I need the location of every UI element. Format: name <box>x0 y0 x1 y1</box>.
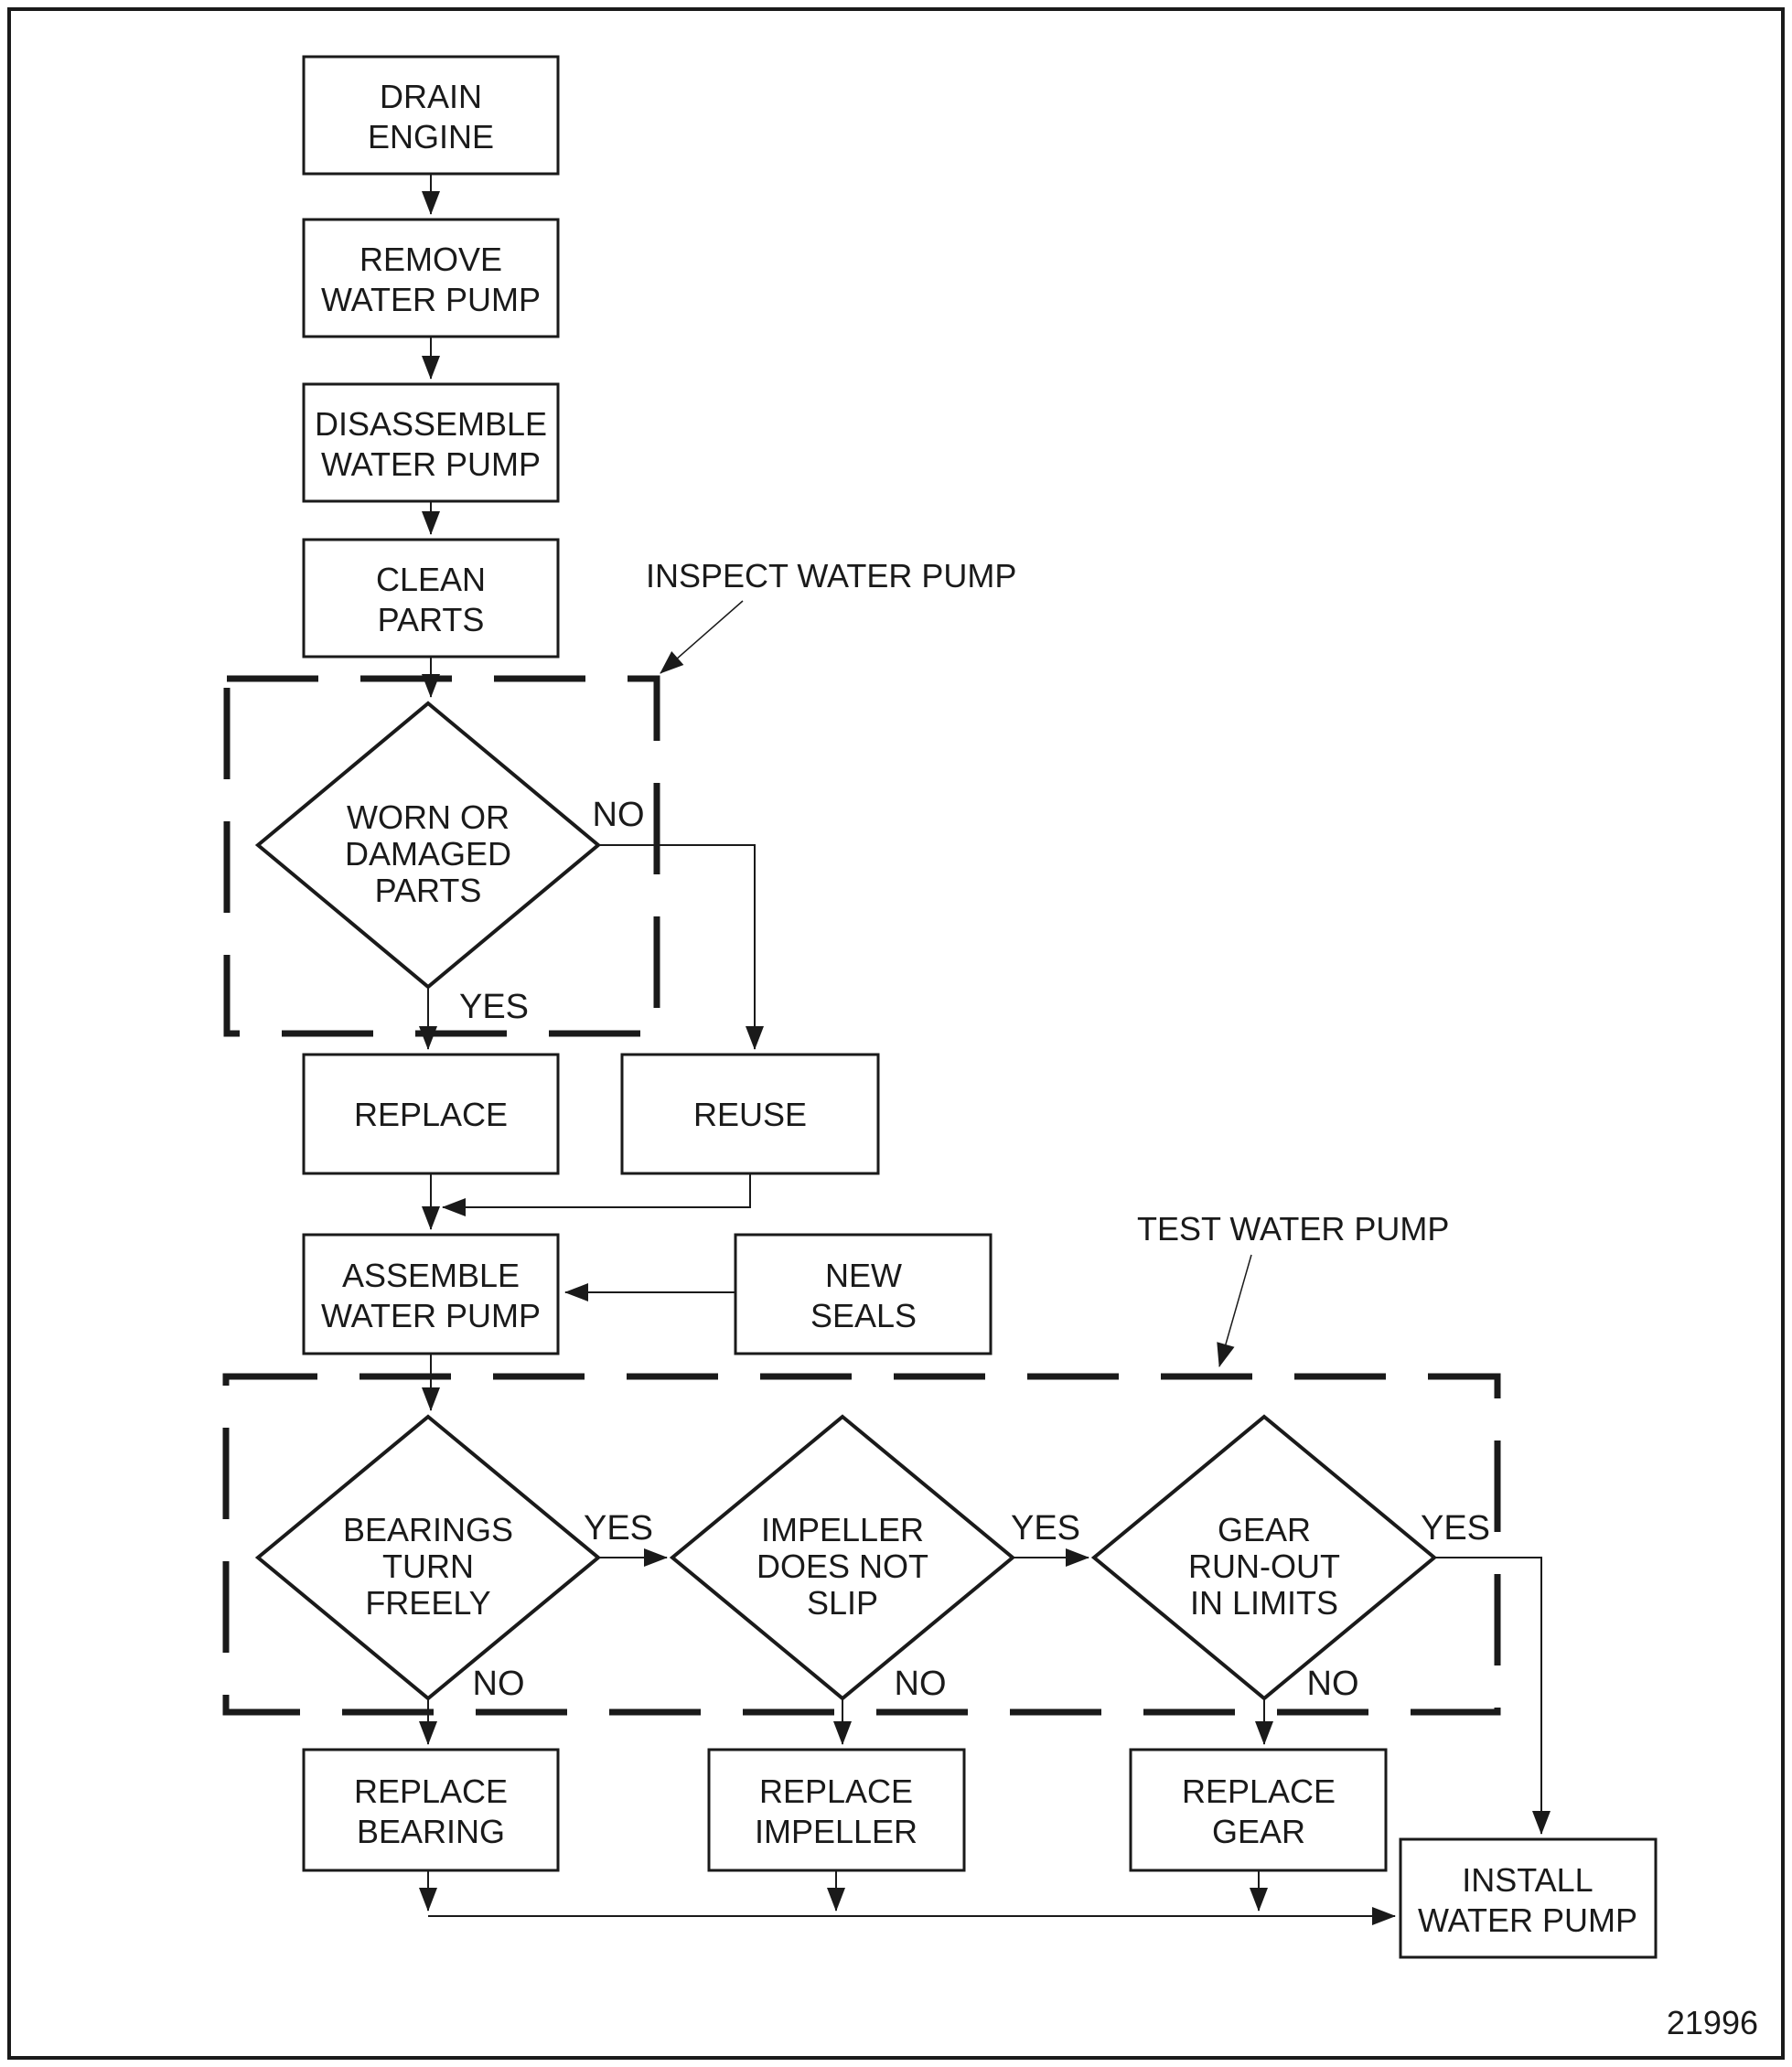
box-outline <box>302 1053 560 1175</box>
decision-gear-run-out-in-limits: GEAR RUN-OUT IN LIMITS <box>1090 1414 1438 1701</box>
process-new-seals: NEW SEALS <box>734 1233 993 1355</box>
process-replace: REPLACE <box>302 1053 560 1175</box>
box-label: DISASSEMBLE <box>315 405 547 443</box>
box-outline <box>707 1748 966 1872</box>
diamond-label: GEAR <box>1218 1511 1311 1548</box>
box-label: SEALS <box>810 1297 917 1334</box>
inspect-section-label: INSPECT WATER PUMP <box>646 557 1016 594</box>
arrow-gear-yes-to-install <box>1434 1557 1551 1835</box>
process-assemble-water-pump: ASSEMBLE WATER PUMP <box>302 1233 560 1355</box>
box-label: REPLACE <box>1182 1772 1336 1810</box>
box-label: DRAIN <box>380 78 482 115</box>
figure-number: 21996 <box>1667 2004 1758 2041</box>
box-outline <box>302 538 560 659</box>
process-clean-parts: CLEAN PARTS <box>302 538 560 659</box>
diamond-label: BEARINGS <box>343 1511 513 1548</box>
diamond-label: PARTS <box>375 872 482 909</box>
impeller-yes-label: YES <box>1011 1509 1080 1548</box>
box-label: WATER PUMP <box>1418 1901 1637 1939</box>
process-replace-impeller: REPLACE IMPELLER <box>707 1748 966 1872</box>
box-label: BEARING <box>357 1813 505 1850</box>
box-outline <box>1399 1837 1658 1959</box>
diamond-label: IMPELLER <box>761 1511 924 1548</box>
page-border <box>7 7 1785 2060</box>
diamond-outline <box>1090 1414 1438 1701</box>
diamond-label: SLIP <box>807 1584 878 1622</box>
process-reuse: REUSE <box>620 1053 880 1175</box>
inspect-water-pump-region <box>223 675 660 1037</box>
bearings-no-label: NO <box>473 1665 525 1703</box>
worn-yes-label: YES <box>459 988 529 1026</box>
inspect-leader-arrow <box>660 600 744 674</box>
box-outline <box>620 1053 880 1175</box>
process-drain-engine: DRAIN ENGINE <box>302 55 560 176</box>
box-label: GEAR <box>1212 1813 1305 1850</box>
impeller-no-label: NO <box>895 1665 947 1703</box>
decision-bearings-turn-freely: BEARINGS TURN FREELY <box>254 1414 602 1701</box>
diamond-outline <box>254 1414 602 1701</box>
box-outline <box>302 218 560 338</box>
test-section-label: TEST WATER PUMP <box>1137 1210 1449 1248</box>
box-label: ASSEMBLE <box>342 1257 520 1294</box>
diamond-label: DAMAGED <box>345 835 511 873</box>
diamond-label: WORN OR <box>347 798 510 836</box>
box-label: REPLACE <box>354 1096 508 1133</box>
arrow-no-to-reuse <box>598 844 764 1050</box>
box-label: INSTALL <box>1462 1861 1593 1899</box>
box-label: NEW <box>825 1257 902 1294</box>
box-label: WATER PUMP <box>321 281 541 318</box>
box-label: IMPELLER <box>755 1813 917 1850</box>
diamond-outline <box>254 701 602 990</box>
diamond-label: DOES NOT <box>757 1548 928 1585</box>
worn-no-label: NO <box>593 796 645 834</box>
process-remove-water-pump: REMOVE WATER PUMP <box>302 218 560 338</box>
process-disassemble-water-pump: DISASSEMBLE WATER PUMP <box>302 382 560 503</box>
box-label: REPLACE <box>759 1772 913 1810</box>
diamond-label: RUN-OUT <box>1188 1548 1340 1585</box>
diamond-label: IN LIMITS <box>1190 1584 1338 1622</box>
box-outline <box>1129 1748 1388 1872</box>
gear-no-label: NO <box>1307 1665 1359 1703</box>
box-label: REMOVE <box>359 241 502 278</box>
box-outline <box>302 1748 560 1872</box>
process-install-water-pump: INSTALL WATER PUMP <box>1399 1837 1658 1959</box>
box-label: PARTS <box>378 601 485 638</box>
box-label: WATER PUMP <box>321 1297 541 1334</box>
test-leader-arrow <box>1217 1254 1252 1367</box>
box-outline <box>302 55 560 176</box>
box-label: WATER PUMP <box>321 445 541 483</box>
box-outline <box>302 382 560 503</box>
diamond-label: FREELY <box>365 1584 490 1622</box>
box-outline <box>302 1233 560 1355</box>
arrow-reuse-to-assemble <box>442 1173 751 1216</box>
box-label: REPLACE <box>354 1772 508 1810</box>
decision-worn-or-damaged-parts: WORN OR DAMAGED PARTS <box>254 701 602 990</box>
diamond-label: TURN <box>382 1548 474 1585</box>
process-replace-gear: REPLACE GEAR <box>1129 1748 1388 1872</box>
decision-impeller-does-not-slip: IMPELLER DOES NOT SLIP <box>669 1414 1016 1701</box>
bearings-yes-label: YES <box>584 1509 653 1548</box>
box-label: CLEAN <box>376 561 486 598</box>
diamond-outline <box>669 1414 1016 1701</box>
box-label: REUSE <box>693 1096 807 1133</box>
process-replace-bearing: REPLACE BEARING <box>302 1748 560 1872</box>
gear-yes-label: YES <box>1421 1509 1490 1548</box>
box-outline <box>734 1233 993 1355</box>
box-label: ENGINE <box>368 118 494 155</box>
